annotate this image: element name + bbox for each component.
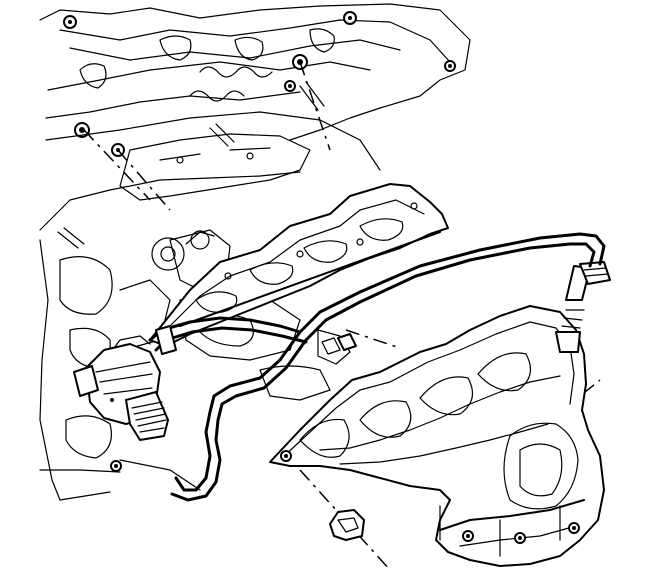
bolt-icon — [568, 522, 580, 534]
bolt-icon — [280, 450, 292, 462]
exhaust-manifold — [269, 305, 605, 567]
engine-block — [39, 3, 471, 501]
bolt-icon — [63, 15, 77, 29]
harness-connector — [73, 335, 169, 441]
bolt-icon — [74, 122, 90, 138]
manifold-gasket — [149, 183, 449, 347]
spacer-icon — [321, 333, 357, 355]
bolt-icon — [444, 60, 456, 72]
bolt-icon — [110, 460, 122, 472]
bolt-icon — [343, 11, 357, 25]
bolt-icon — [462, 530, 474, 542]
oxygen-sensor — [555, 261, 611, 353]
bolt-icon — [284, 80, 296, 92]
stud-icon — [57, 81, 325, 249]
bolt-icon — [514, 532, 526, 544]
sensor-harness-tube — [148, 232, 606, 502]
nut-icon — [329, 509, 365, 541]
